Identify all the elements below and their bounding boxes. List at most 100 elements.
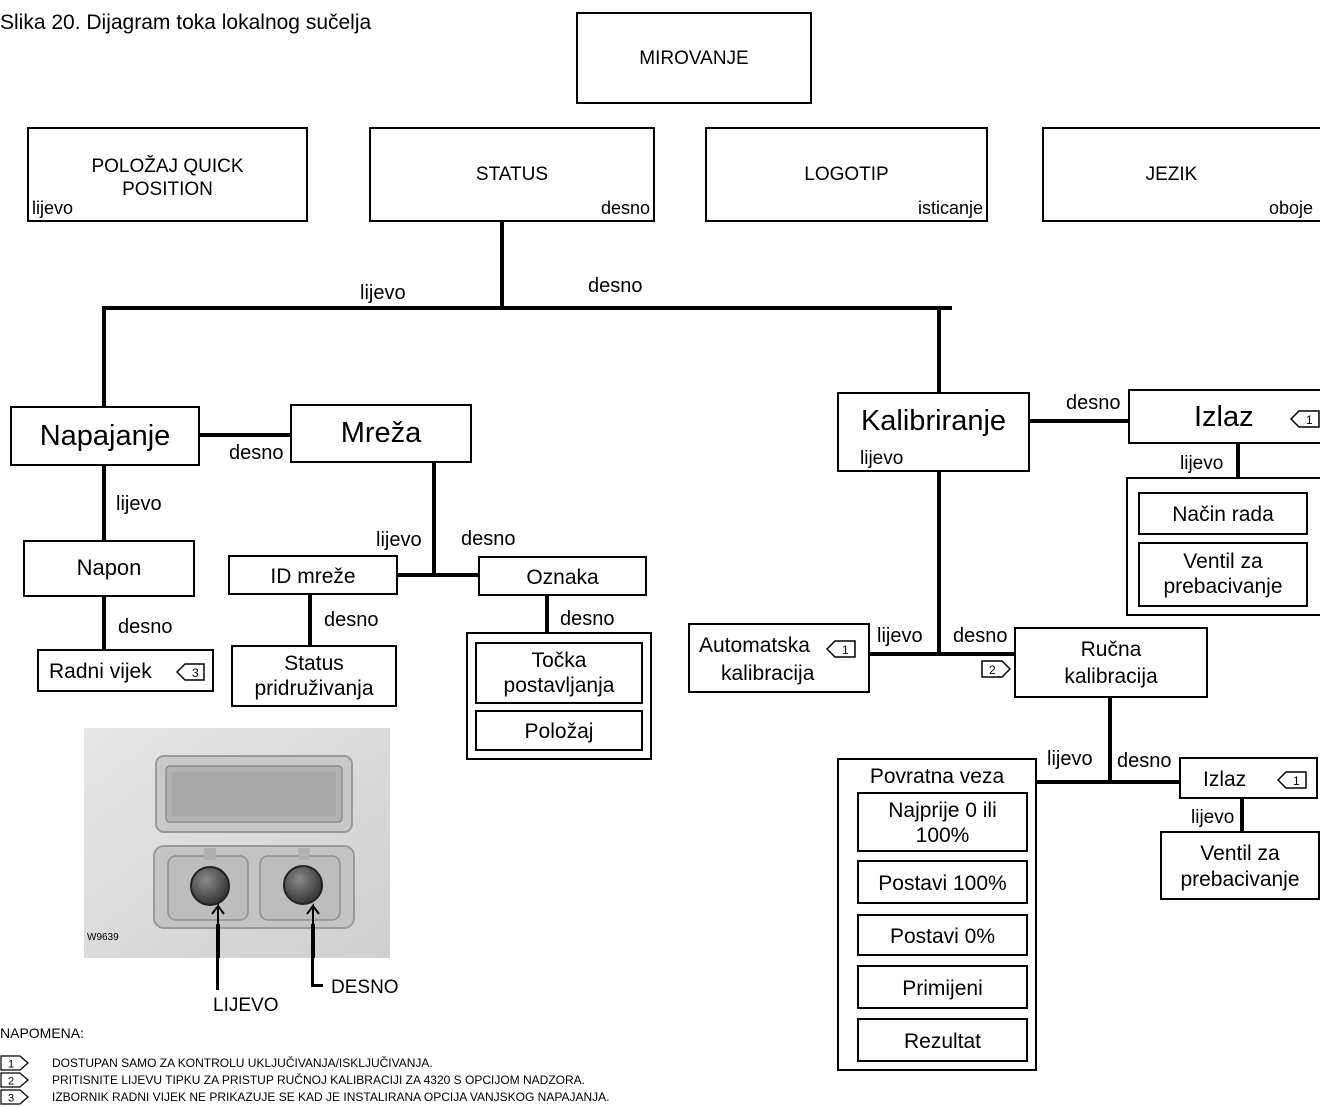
svg-text:1: 1 <box>8 1059 14 1071</box>
group-izlaz-submenu: Način rada Ventil za prebacivanje <box>1126 477 1320 616</box>
note-marker-2-icon: 2 <box>981 660 1011 678</box>
node-primijeni-label: Primijeni <box>902 977 983 1000</box>
node-automatska-kalibracija: Automatska kalibracija 1 <box>688 623 870 693</box>
edge-label-mreza-right: desno <box>461 528 516 550</box>
node-rezultat: Rezultat <box>857 1018 1028 1062</box>
figure-caption: Slika 20. Dijagram toka lokalnog sučelja <box>0 11 372 34</box>
edge-label-oznaka-down: desno <box>560 608 615 630</box>
node-rucna-kalibracija: Ručna kalibracija <box>1014 627 1208 698</box>
node-jezik: JEZIK oboje <box>1042 127 1320 222</box>
node-label-line1: Automatska <box>699 634 810 657</box>
node-napon: Napon <box>23 540 195 597</box>
svg-text:2: 2 <box>989 663 996 677</box>
svg-text:3: 3 <box>192 666 199 680</box>
svg-text:1: 1 <box>1306 413 1313 427</box>
local-interface-photo: W9639 <box>84 728 390 958</box>
pointer-right <box>311 958 314 986</box>
edge-label-kal-rucna: desno <box>953 625 1008 647</box>
edge-label-status-right: desno <box>588 275 643 297</box>
notes-title: NAPOMENA: <box>0 1025 85 1041</box>
node-label-line2: kalibracija <box>1064 665 1158 688</box>
node-mreza: Mreža <box>290 404 472 463</box>
edge-label-id-status: desno <box>324 609 379 631</box>
node-label-line1: Ventil za <box>1200 842 1280 865</box>
node-izlaz-label: Izlaz <box>1194 401 1254 433</box>
node-status-pridruzivanja: Status pridruživanja <box>231 645 397 707</box>
node-povratna-veza-label: Povratna veza <box>869 765 1005 788</box>
edge-label-mreza-left: lijevo <box>376 529 422 551</box>
node-polozaj-label: Položaj <box>524 720 594 743</box>
node-oznaka: Oznaka <box>478 556 647 596</box>
node-logotip-label: LOGOTIP <box>804 164 889 185</box>
node-label-line2: kalibracija <box>721 662 815 685</box>
photo-code: W9639 <box>87 932 119 943</box>
node-postavi-100-label: Postavi 100% <box>878 872 1007 895</box>
note-text: IZBORNIK RADNI VIJEK NE PRIKAZUJE SE KAD… <box>52 1090 610 1104</box>
edge-label-kal-izlaz: desno <box>1066 392 1121 414</box>
node-ventil-za-prebacivanje: Ventil za prebacivanje <box>1138 542 1308 607</box>
node-label-line1: POLOŽAJ QUICK <box>91 156 244 177</box>
node-postavi-0: Postavi 0% <box>857 914 1028 956</box>
node-primijeni: Primijeni <box>857 965 1028 1009</box>
node-id-mreze-label: ID mreže <box>270 565 356 588</box>
note-marker-3-icon: 3 <box>0 1089 29 1105</box>
edge-label-izlaz2-down: lijevo <box>1191 807 1235 828</box>
node-kalibriranje: Kalibriranje lijevo <box>837 392 1030 472</box>
node-najprije-0-ili-100: Najprije 0 ili 100% <box>857 792 1028 852</box>
node-napajanje-label: Napajanje <box>39 420 171 452</box>
node-radni-vijek-label: Radni vijek <box>49 660 152 683</box>
node-kalibriranje-label: Kalibriranje <box>860 405 1007 437</box>
svg-text:1: 1 <box>1293 774 1300 788</box>
edge-label-izlaz-down: lijevo <box>1180 453 1224 474</box>
node-tocka-postavljanja: Točka postavljanja <box>475 642 643 704</box>
node-label-line2: prebacivanje <box>1180 868 1300 891</box>
edge-label-rucna-right: desno <box>1117 750 1172 772</box>
node-nacin-rada-label: Način rada <box>1172 503 1274 526</box>
node-rezultat-label: Rezultat <box>903 1030 982 1053</box>
note-marker-1-icon: 1 <box>0 1055 29 1071</box>
node-label-line1: Status <box>284 652 344 675</box>
edge-label-napajanje-mreza: desno <box>229 442 284 464</box>
node-label-line1: Ručna <box>1080 638 1142 661</box>
node-napon-label: Napon <box>76 555 142 580</box>
node-label-line2: postavljanja <box>503 674 615 697</box>
node-mirovanje-label: MIROVANJE <box>639 48 749 69</box>
note-marker-2-icon: 2 <box>0 1072 29 1088</box>
note-text: DOSTUPAN SAMO ZA KONTROLU UKLJUČIVANJA/I… <box>52 1056 433 1070</box>
pointer-left <box>216 958 219 990</box>
photo-label-lijevo: LIJEVO <box>213 995 279 1016</box>
node-postavi-100: Postavi 100% <box>857 860 1028 904</box>
node-logotip: LOGOTIP isticanje <box>705 127 988 222</box>
node-label-line2: pridruživanja <box>254 677 374 700</box>
node-label-line2: POSITION <box>122 179 213 200</box>
node-polozaj-quick-position: POLOŽAJ QUICK POSITION lijevo <box>27 127 308 222</box>
device-panel-illustration <box>84 728 390 958</box>
pointer-right-elbow <box>311 984 323 987</box>
svg-text:1: 1 <box>842 643 849 657</box>
node-polozaj: Položaj <box>475 710 643 751</box>
note-marker-1-icon: 1 <box>1290 410 1320 428</box>
note-marker-1-icon: 1 <box>1277 771 1307 789</box>
node-radni-vijek: Radni vijek 3 <box>37 649 214 692</box>
node-napajanje: Napajanje <box>10 406 200 466</box>
edge-label-kal-auto: lijevo <box>877 625 923 647</box>
node-jezik-label: JEZIK <box>1145 164 1198 185</box>
node-izlaz: Izlaz 1 <box>1128 389 1320 444</box>
node-status: STATUS desno <box>369 127 655 222</box>
photo-label-desno: DESNO <box>331 977 399 998</box>
node-mirovanje: MIROVANJE <box>576 12 812 104</box>
node-ventil-za-prebacivanje-manual: Ventil za prebacivanje <box>1160 831 1320 900</box>
note-text: PRITISNITE LIJEVU TIPKU ZA PRISTUP RUČNO… <box>52 1073 586 1087</box>
node-mreza-label: Mreža <box>340 417 422 449</box>
edge-label-rucna-left: lijevo <box>1047 748 1093 770</box>
node-label-line2: prebacivanje <box>1163 575 1283 598</box>
edge-label-status-left: lijevo <box>360 282 406 304</box>
group-povratna-veza: Povratna veza Najprije 0 ili 100% Postav… <box>837 758 1037 1071</box>
node-izlaz-label: Izlaz <box>1203 768 1247 791</box>
svg-text:3: 3 <box>8 1093 14 1105</box>
node-hint: desno <box>600 198 650 218</box>
node-oznaka-label: Oznaka <box>526 566 599 589</box>
node-hint: lijevo <box>32 198 74 218</box>
node-label-line1: Ventil za <box>1183 550 1263 573</box>
note-marker-1-icon: 1 <box>826 640 856 658</box>
